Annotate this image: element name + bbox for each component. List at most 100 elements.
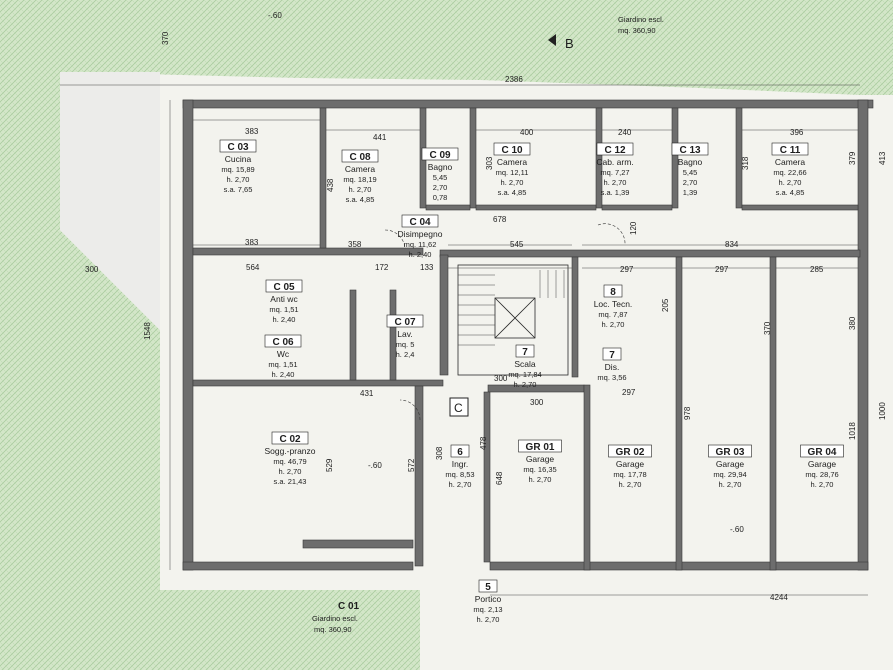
room-height: h. 2,70 bbox=[477, 615, 500, 624]
room-area: mq. 29,94 bbox=[713, 470, 746, 479]
room-height: h. 2,40 bbox=[272, 370, 295, 379]
room-code-box bbox=[596, 142, 634, 156]
room-surface-aero: s.a. 1,39 bbox=[601, 188, 630, 197]
dim-438: 438 bbox=[326, 178, 335, 192]
room-height: h. 2,40 bbox=[409, 250, 432, 259]
room-height: h. 2,70 bbox=[602, 320, 625, 329]
room-name: Lav. bbox=[397, 329, 412, 339]
room-name: Bagno bbox=[678, 157, 703, 167]
room-height: h. 2,40 bbox=[273, 315, 296, 324]
room-code: C 03 bbox=[227, 142, 249, 153]
room-area: mq. 15,89 bbox=[221, 165, 254, 174]
room-area: mq. 8,53 bbox=[445, 470, 474, 479]
room-area: mq. 28,76 bbox=[805, 470, 838, 479]
room-surface-aero: s.a. 4,85 bbox=[776, 188, 805, 197]
dim-834: 834 bbox=[725, 240, 739, 249]
room-area: mq. 5 bbox=[396, 340, 415, 349]
room-name: Camera bbox=[775, 157, 806, 167]
dim-240: 240 bbox=[618, 128, 632, 137]
room-height: h. 2,70 bbox=[604, 178, 627, 187]
core-marker-label: C bbox=[454, 401, 463, 415]
garden-name-top: Giardino escl. bbox=[618, 15, 664, 24]
room-name: Sogg.-pranzo bbox=[264, 446, 315, 456]
level-a: -.60 bbox=[368, 461, 382, 470]
room-area: mq. 12,11 bbox=[496, 168, 529, 177]
room-name: Camera bbox=[345, 164, 376, 174]
room-area: 5,45 bbox=[433, 173, 448, 182]
room-height: h. 2,70 bbox=[719, 480, 742, 489]
level-b: -.60 bbox=[730, 525, 744, 534]
garden-left bbox=[0, 230, 200, 670]
room-name: Loc. Tecn. bbox=[594, 299, 633, 309]
room-area: mq. 3,56 bbox=[597, 373, 626, 382]
dim-303: 303 bbox=[485, 156, 494, 170]
room-area: mq. 2,13 bbox=[473, 605, 502, 614]
room-area: mq. 7,27 bbox=[600, 168, 629, 177]
dim-right-c: 1018 bbox=[848, 422, 857, 440]
dim-top-left: 370 bbox=[161, 31, 170, 45]
room-code: GR 01 bbox=[526, 442, 555, 453]
room-area: mq. 1,51 bbox=[268, 360, 297, 369]
dim-left-total: 1548 bbox=[143, 322, 152, 340]
dim-572: 572 bbox=[407, 458, 416, 472]
room-code-box bbox=[518, 439, 562, 453]
interior-walls bbox=[192, 107, 861, 571]
dim-308: 308 bbox=[435, 446, 444, 460]
section-marker-label: B bbox=[565, 36, 574, 51]
room-code-box bbox=[800, 444, 844, 458]
room-code: 5 bbox=[485, 582, 491, 593]
room-code: 8 bbox=[610, 287, 616, 298]
garden-label-bottom: C 01 Giardino escl. mq. 360,90 bbox=[312, 601, 360, 634]
room-name: Garage bbox=[716, 459, 745, 469]
room-code: 7 bbox=[609, 350, 615, 361]
dim-133: 133 bbox=[420, 263, 434, 272]
core-marker-c: C bbox=[449, 397, 469, 417]
dim-297a: 297 bbox=[620, 265, 634, 274]
room-surface-aero: 0,78 bbox=[433, 193, 448, 202]
room-name: Camera bbox=[497, 157, 528, 167]
room-surface-aero: s.a. 7,65 bbox=[224, 185, 253, 194]
room-code: C 05 bbox=[273, 282, 295, 293]
dim-678: 678 bbox=[493, 215, 507, 224]
room-code: GR 02 bbox=[616, 447, 645, 458]
room-code: C 07 bbox=[394, 317, 416, 328]
dim-358: 358 bbox=[348, 240, 362, 249]
dim-bottom-total: 4244 bbox=[770, 593, 788, 602]
garden-name: Giardino escl. bbox=[312, 614, 358, 623]
dim-383a: 383 bbox=[245, 127, 259, 136]
dim-383b: 383 bbox=[245, 238, 259, 247]
room-area: mq. 1,51 bbox=[269, 305, 298, 314]
room-height: h. 2,70 bbox=[279, 467, 302, 476]
room-code-box bbox=[771, 142, 809, 156]
room-area: mq. 16,35 bbox=[523, 465, 556, 474]
room-area: 5,45 bbox=[683, 168, 698, 177]
room-surface-aero: s.a. 21,43 bbox=[274, 477, 307, 486]
room-code-box bbox=[515, 344, 535, 358]
room-code-box bbox=[603, 284, 623, 298]
room-code-box bbox=[341, 149, 379, 163]
dim-441: 441 bbox=[373, 133, 387, 142]
room-height: h. 2,70 bbox=[349, 185, 372, 194]
dim-478: 478 bbox=[479, 436, 488, 450]
room-surface-aero: s.a. 4,85 bbox=[498, 188, 527, 197]
room-code-box bbox=[401, 214, 439, 228]
garden-label-top: Giardino escl. mq. 360,90 bbox=[618, 15, 664, 35]
garden-area-top: mq. 360,90 bbox=[618, 26, 656, 35]
garden-code: C 01 bbox=[338, 601, 360, 612]
room-code: GR 03 bbox=[716, 447, 745, 458]
room-code: C 08 bbox=[349, 152, 371, 163]
room-name: Wc bbox=[277, 349, 290, 359]
room-code: C 13 bbox=[679, 145, 701, 156]
room-surface-aero: 1,39 bbox=[683, 188, 698, 197]
dim-top-right: 413 bbox=[878, 151, 887, 165]
room-name: Scala bbox=[514, 359, 536, 369]
room-name: Anti wc bbox=[270, 294, 298, 304]
